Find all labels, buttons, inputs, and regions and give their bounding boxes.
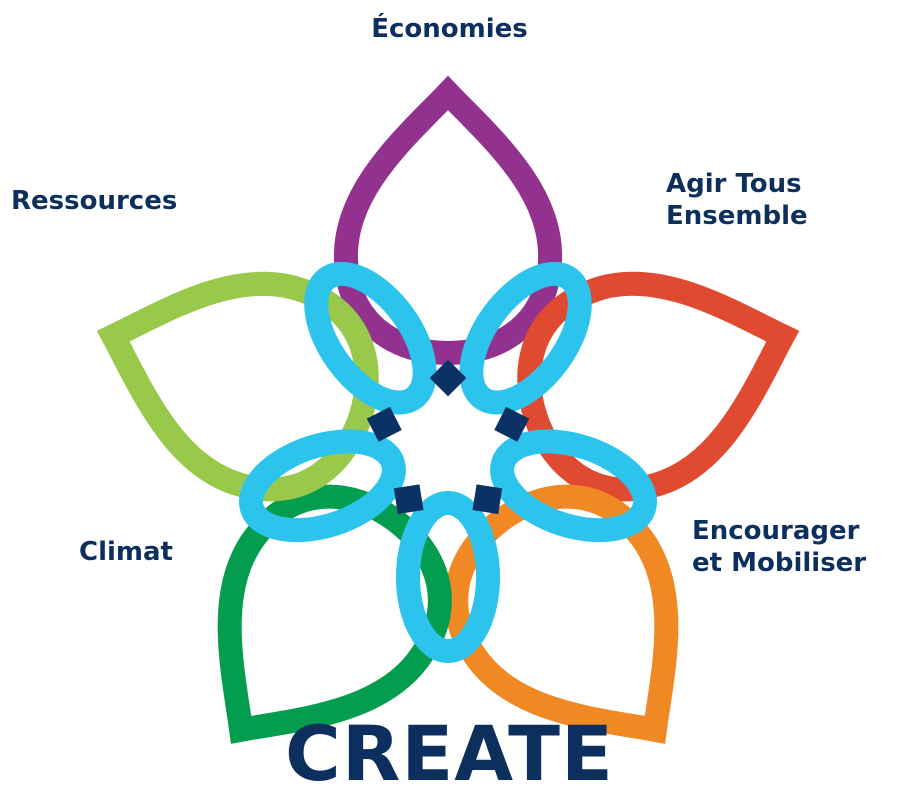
label-ressources-line-1: Ressources xyxy=(11,186,178,216)
label-encourager-line-2: et Mobiliser xyxy=(692,548,867,578)
label-encourager-line-1: Encourager xyxy=(692,516,860,546)
overlap-knot-4 xyxy=(393,484,424,515)
create-title: CREATE xyxy=(285,709,614,798)
label-encourager-mobiliser: Encourager et Mobiliser xyxy=(692,515,866,579)
label-climat: Climat xyxy=(79,536,173,568)
overlap-knot-2 xyxy=(494,406,530,442)
label-ressources: Ressources xyxy=(11,185,177,217)
label-climat-line-1: Climat xyxy=(79,537,173,567)
label-economies: Économies xyxy=(0,13,899,45)
label-economies-line-1: Économies xyxy=(371,14,528,44)
overlap-knot-1 xyxy=(429,359,467,397)
overlap-knot-5 xyxy=(366,406,402,442)
label-agir-line-1: Agir Tous xyxy=(666,169,802,199)
label-agir-line-2: Ensemble xyxy=(666,201,808,231)
petal-economies xyxy=(346,93,550,353)
overlap-knot-3 xyxy=(472,484,503,515)
label-agir-tous-ensemble: Agir Tous Ensemble xyxy=(666,168,808,232)
